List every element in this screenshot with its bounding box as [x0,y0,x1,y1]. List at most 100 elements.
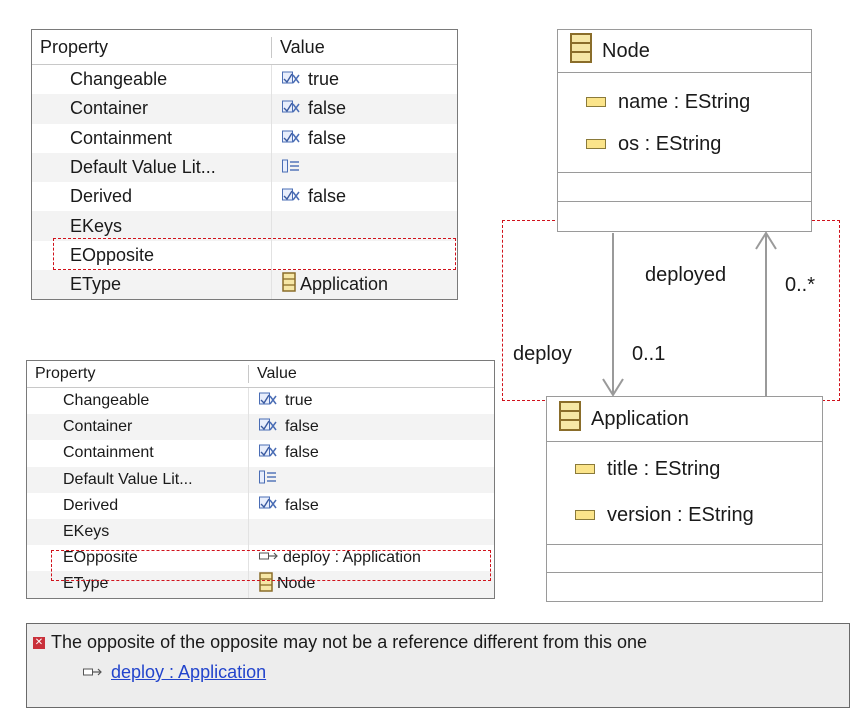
property-value-cell[interactable] [249,470,281,489]
eattribute-icon [586,139,606,149]
table-row[interactable]: Default Value Lit... [32,152,457,183]
property-value-cell[interactable]: Application [272,272,388,297]
table-row[interactable]: Containment false [32,123,457,153]
table-row[interactable]: EKeys [32,211,457,241]
property-name: EOpposite [27,545,249,572]
table-row[interactable]: EType Node [27,571,494,598]
table-row[interactable]: Container false [32,94,457,124]
property-name: Default Value Lit... [32,152,272,183]
boolean-icon [259,444,281,463]
application-class-header: Application [547,397,822,441]
error-icon: ✕ [33,636,45,649]
property-value-cell[interactable]: false [272,98,346,119]
header-property[interactable]: Property [27,365,249,383]
property-value: false [285,496,319,514]
property-value-cell[interactable]: deploy : Application [249,549,421,567]
property-value-cell[interactable]: false [272,186,346,207]
property-value-cell[interactable]: false [249,496,319,515]
header-value[interactable]: Value [280,36,325,57]
eclass-icon [559,401,581,437]
deployed-reference-arrow[interactable] [755,231,777,396]
property-value: deploy : Application [283,549,421,567]
property-name: Default Value Lit... [27,466,249,493]
boolean-icon [259,418,281,437]
property-value-cell[interactable]: true [249,392,313,411]
deploy-multiplicity: 0..1 [632,343,666,365]
property-value: Application [300,274,389,295]
boolean-icon [259,392,281,411]
deployed-label: deployed [645,264,727,286]
application-class-name: Application [591,407,689,430]
attribute-row: name : EString [558,81,811,123]
deployed-multiplicity: 0..* [785,274,816,296]
property-name: Container [32,94,272,124]
boolean-icon [259,496,281,515]
property-name: Changeable [27,388,249,415]
property-value: false [308,186,347,207]
property-value-cell[interactable] [272,157,304,178]
application-attr-version: version : EString [607,503,754,526]
property-value: false [285,444,319,462]
table-row[interactable]: Derived false [27,492,494,519]
boolean-icon [282,69,304,90]
property-value: false [308,98,347,119]
attribute-row: os : EString [558,123,811,165]
reference-icon [83,662,103,683]
header-property[interactable]: Property [32,36,272,58]
attribute-row: title : EString [547,446,822,492]
attribute-row: version : EString [547,492,822,538]
node-class-header: Node [558,30,811,72]
eclass-icon [282,272,296,297]
eopposite-highlight-bottom [51,550,491,581]
node-class-box[interactable]: Node name : EString os : EString [557,29,812,232]
reference-icon [259,549,279,567]
property-name: EType [27,571,249,598]
property-value-cell[interactable]: true [272,69,339,90]
property-name: EKeys [32,211,272,241]
table-row[interactable]: EKeys [27,518,494,546]
table-row[interactable]: EOpposite deploy : Application [27,545,494,572]
validation-message-panel: ✕ The opposite of the opposite may not b… [26,623,850,708]
node-attr-name: name : EString [618,90,751,113]
eopposite-highlight-top [53,238,456,270]
eattribute-icon [575,510,595,520]
property-value: false [308,127,347,148]
deploy-reference-arrow[interactable] [602,233,624,397]
property-value-cell[interactable]: false [272,128,346,149]
property-value: true [308,69,340,90]
property-name: EKeys [27,518,249,546]
eclass-icon [259,572,273,597]
boolean-icon [282,186,304,207]
node-attr-os: os : EString [618,132,722,155]
property-name: Container [27,414,249,441]
property-value: true [285,392,313,410]
property-name: Containment [32,123,272,153]
header-value[interactable]: Value [257,365,297,382]
eattribute-icon [586,97,606,107]
eattribute-icon [575,464,595,474]
table-row[interactable]: EOpposite [32,240,457,271]
property-name: EOpposite [32,240,272,271]
property-value-cell[interactable]: Node [249,572,315,597]
table-row[interactable]: Changeable true [27,388,494,415]
table-row[interactable]: EType Application [32,270,457,300]
literal-icon [282,157,300,178]
application-class-box[interactable]: Application title : EString version : ES… [546,396,823,602]
property-value-cell[interactable]: false [249,418,319,437]
property-name: Changeable [32,65,272,95]
table-row[interactable]: Changeable true [32,65,457,95]
property-name: EType [32,270,272,300]
opposite-reference-link[interactable]: deploy : Application [111,662,267,682]
property-name: Derived [27,492,249,519]
property-value: Node [277,575,316,593]
table-row[interactable]: Default Value Lit... [27,466,494,493]
boolean-icon [282,128,304,149]
property-value-cell[interactable]: false [249,444,319,463]
boolean-icon [282,98,304,119]
table-header: Property Value [27,361,494,388]
